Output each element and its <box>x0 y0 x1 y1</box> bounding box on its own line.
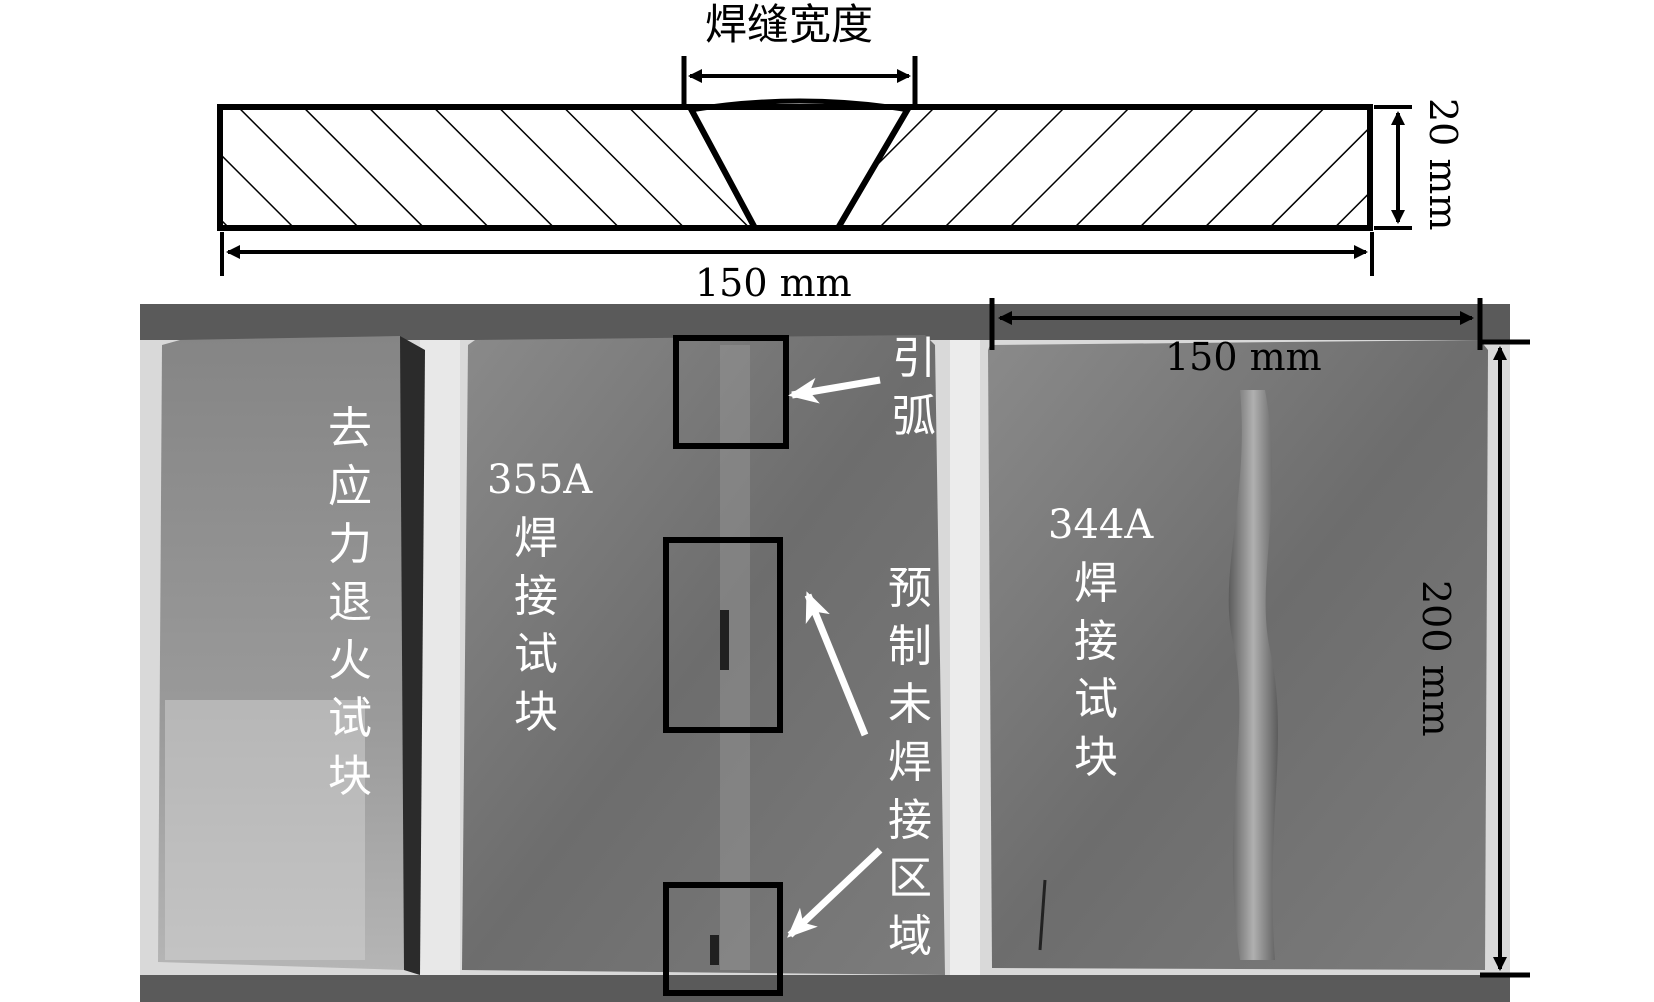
weld-bead <box>1228 390 1279 960</box>
block-355a-label: 焊 接 试 块 <box>514 513 558 738</box>
defect-box-middle <box>663 537 783 733</box>
stress-relief-label: 去 应 力 退 火 试 块 <box>328 403 372 802</box>
block-344a-label: 焊 接 试 块 <box>1074 558 1118 783</box>
weld-width-label: 焊缝宽度 <box>705 0 874 49</box>
block-344a-prefix: 344A <box>1048 502 1154 548</box>
defect-box-bottom <box>663 882 783 996</box>
defect-pointer-arrow-upper <box>804 591 869 737</box>
photo-height-label: 200 mm <box>1414 580 1458 737</box>
arc-pointer-arrow <box>788 376 881 404</box>
defect-region-label: 预 制 未 焊 接 区 域 <box>888 563 932 962</box>
weld-block-355a <box>462 335 945 975</box>
overall-width-label: 150 mm <box>695 261 852 305</box>
arc-start-box <box>673 335 789 449</box>
arc-start-label: 引 弧 <box>892 333 936 442</box>
thickness-label: 20 mm <box>1421 98 1465 231</box>
defect-pointer-arrow-lower <box>787 847 883 938</box>
block-355a-prefix: 355A <box>487 457 593 503</box>
photo-width-label: 150 mm <box>1165 335 1322 379</box>
